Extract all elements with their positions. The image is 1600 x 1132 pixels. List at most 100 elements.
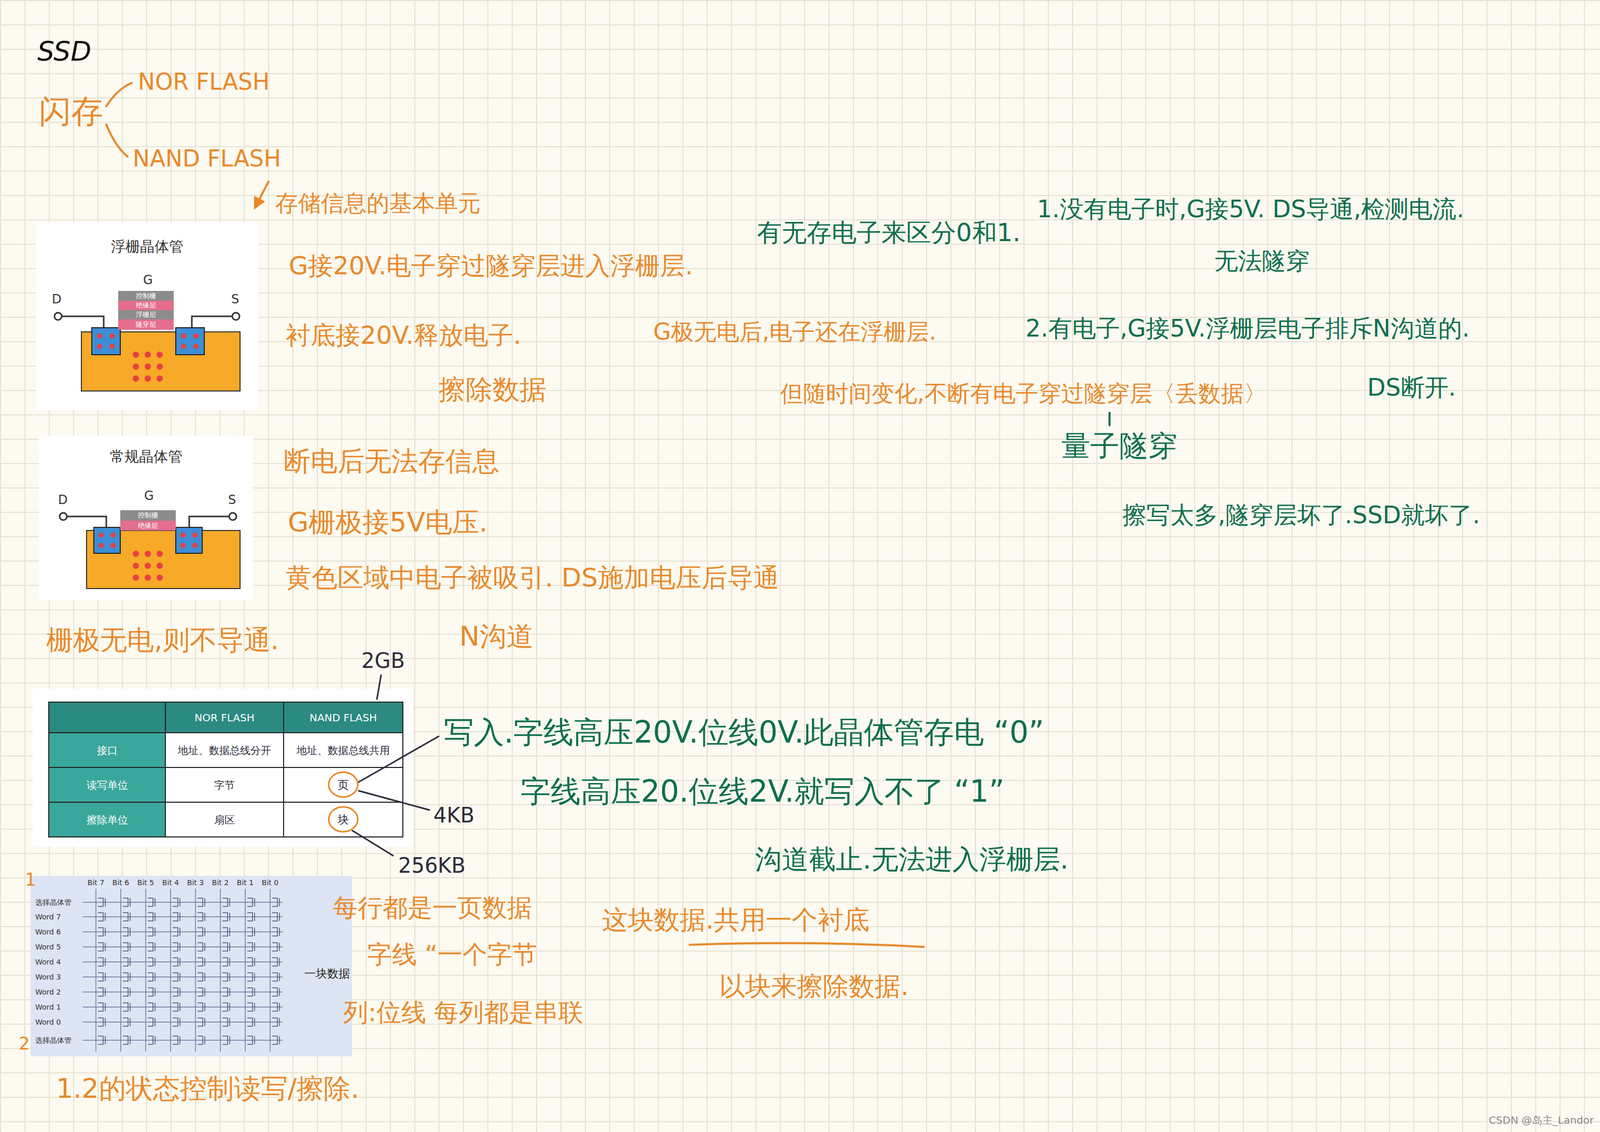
regular-transistor-figure <box>180 542 186 549</box>
comparison-table <box>48 766 403 768</box>
branch-lines <box>106 124 128 157</box>
floating-gate-transistor-figure <box>91 327 121 355</box>
handwritten-marks <box>358 790 430 810</box>
cell-transistor <box>147 942 156 951</box>
bit-line-label: Bit 5 <box>137 878 154 888</box>
floating-gate-transistor-figure <box>109 343 115 349</box>
floating-gate-transistor-figure <box>193 343 199 349</box>
word-line-label: Word 4 <box>35 957 61 967</box>
cell-transistor <box>147 897 156 907</box>
handwritten-note: 黄色区域中电子被吸引. DS施加电压后导通 <box>285 562 780 594</box>
cell-transistor <box>197 897 205 907</box>
table-cell: 扇区 <box>214 813 235 826</box>
regular-transistor-figure <box>132 574 139 581</box>
floating-gate-transistor-figure <box>109 333 115 339</box>
gate-layer: 隧穿层 <box>118 319 174 330</box>
word-line-label: Word 2 <box>35 987 61 997</box>
cell-transistor <box>172 1035 180 1045</box>
cell-transistor <box>97 1035 106 1045</box>
table-cell: 字节 <box>214 778 235 792</box>
cell-transistor <box>172 1017 180 1027</box>
handwritten-note: 2.有电子,G接5V.浮栅层电子排斥N沟道的. <box>1025 314 1470 343</box>
bit-line-label: Bit 1 <box>236 878 254 888</box>
regular-transistor-figure <box>132 550 139 557</box>
cell-transistor <box>247 972 255 981</box>
cell-transistor <box>147 1035 156 1045</box>
table-cell: 地址、数据总线共用 <box>296 744 390 757</box>
handwritten-note: 衬底接20V.释放电子. <box>285 320 522 351</box>
handwritten-note: 擦写太多,隧穿层坏了.SSD就坏了. <box>1122 500 1481 530</box>
floating-gate-transistor-figure <box>180 333 187 339</box>
regular-transistor-figure <box>189 516 230 528</box>
comparison-table <box>48 702 403 837</box>
word-line-label: Word 0 <box>35 1017 61 1027</box>
cell-transistor <box>172 972 180 981</box>
handwritten-marks <box>309 412 1110 947</box>
regular-transistor-figure <box>66 516 107 528</box>
size-note: 2GB <box>361 648 405 673</box>
cell-transistor <box>222 897 230 907</box>
terminal-label: G <box>144 488 154 504</box>
table-cell: 擦除单位 <box>86 813 129 826</box>
regular-transistor-figure <box>229 512 237 521</box>
comparison-table <box>32 688 414 847</box>
table-cell: 块 <box>337 812 349 826</box>
floating-gate-transistor-figure <box>191 316 233 328</box>
page-title: SSD <box>37 35 92 68</box>
regular-transistor-figure <box>144 550 151 557</box>
gate-layer: 绝缘层 <box>118 300 174 311</box>
word-line-label: Word 1 <box>35 1002 61 1012</box>
regular-transistor-figure <box>93 527 121 554</box>
cell-transistor <box>147 912 156 921</box>
cell-transistor <box>272 957 280 966</box>
panel-title: 浮栅晶体管 <box>35 237 259 256</box>
table-cell: NAND FLASH <box>309 711 377 724</box>
table-cell: NOR FLASH <box>194 711 255 724</box>
floating-gate-transistor-figure <box>144 351 151 358</box>
word-line-label: Word 7 <box>35 912 61 922</box>
handwritten-note: 擦除数据 <box>438 373 547 406</box>
cell-transistor <box>222 912 230 921</box>
handwritten-note: NAND FLASH <box>132 145 282 173</box>
cell-transistor <box>97 1002 106 1012</box>
comparison-table <box>283 702 285 837</box>
cell-transistor <box>222 1035 230 1045</box>
handwritten-note: 栅极无电,则不导通. <box>46 623 279 656</box>
cell-transistor <box>122 1017 131 1027</box>
word-line-label: Word 5 <box>35 942 61 952</box>
cell-transistor <box>122 942 131 951</box>
floating-gate-transistor-figure <box>96 333 199 382</box>
regular-transistor-figure <box>175 527 203 554</box>
handwritten-note: 1.2的状态控制读写/擦除. <box>55 1072 360 1105</box>
size-note: 256KB <box>398 852 466 878</box>
cell-transistor <box>247 1017 255 1027</box>
panel-title: 一块数据 <box>304 966 350 981</box>
regular-transistor-figure <box>59 512 67 521</box>
cell-transistor <box>222 1017 230 1027</box>
cell-transistor <box>197 912 205 921</box>
layer-label: 浮栅层 <box>118 310 174 320</box>
floating-gate-transistor-figure <box>193 333 199 339</box>
cell-transistor <box>197 987 205 996</box>
cell-transistor <box>272 942 280 951</box>
layer-label: 控制栅 <box>118 290 174 301</box>
bit-line-label: Bit 6 <box>112 878 130 888</box>
cell-transistor <box>197 1017 205 1027</box>
handwritten-note: 字线 “一个字节 <box>367 939 538 970</box>
cell-transistor <box>97 927 106 936</box>
gate-layer: 绝缘层 <box>120 520 176 531</box>
handwritten-note: 1.没有电子时,G接5V. DS导通,检测电流. <box>1036 194 1465 224</box>
table-cell: 接口 <box>96 744 118 757</box>
handwritten-note: 断电后无法存信息 <box>283 444 500 477</box>
handwritten-note: G接20V.电子穿过隧穿层进入浮栅层. <box>288 250 693 282</box>
handwritten-note: NOR FLASH <box>137 68 270 96</box>
cell-transistor <box>272 1035 280 1045</box>
cell-transistor <box>272 972 280 981</box>
regular-transistor-figure <box>192 542 198 549</box>
comparison-table <box>48 732 166 837</box>
cell-transistor <box>122 957 131 966</box>
bit-line-label: Bit 0 <box>261 878 279 888</box>
comparison-table <box>48 702 403 733</box>
floating-gate-transistor-figure <box>132 363 139 370</box>
